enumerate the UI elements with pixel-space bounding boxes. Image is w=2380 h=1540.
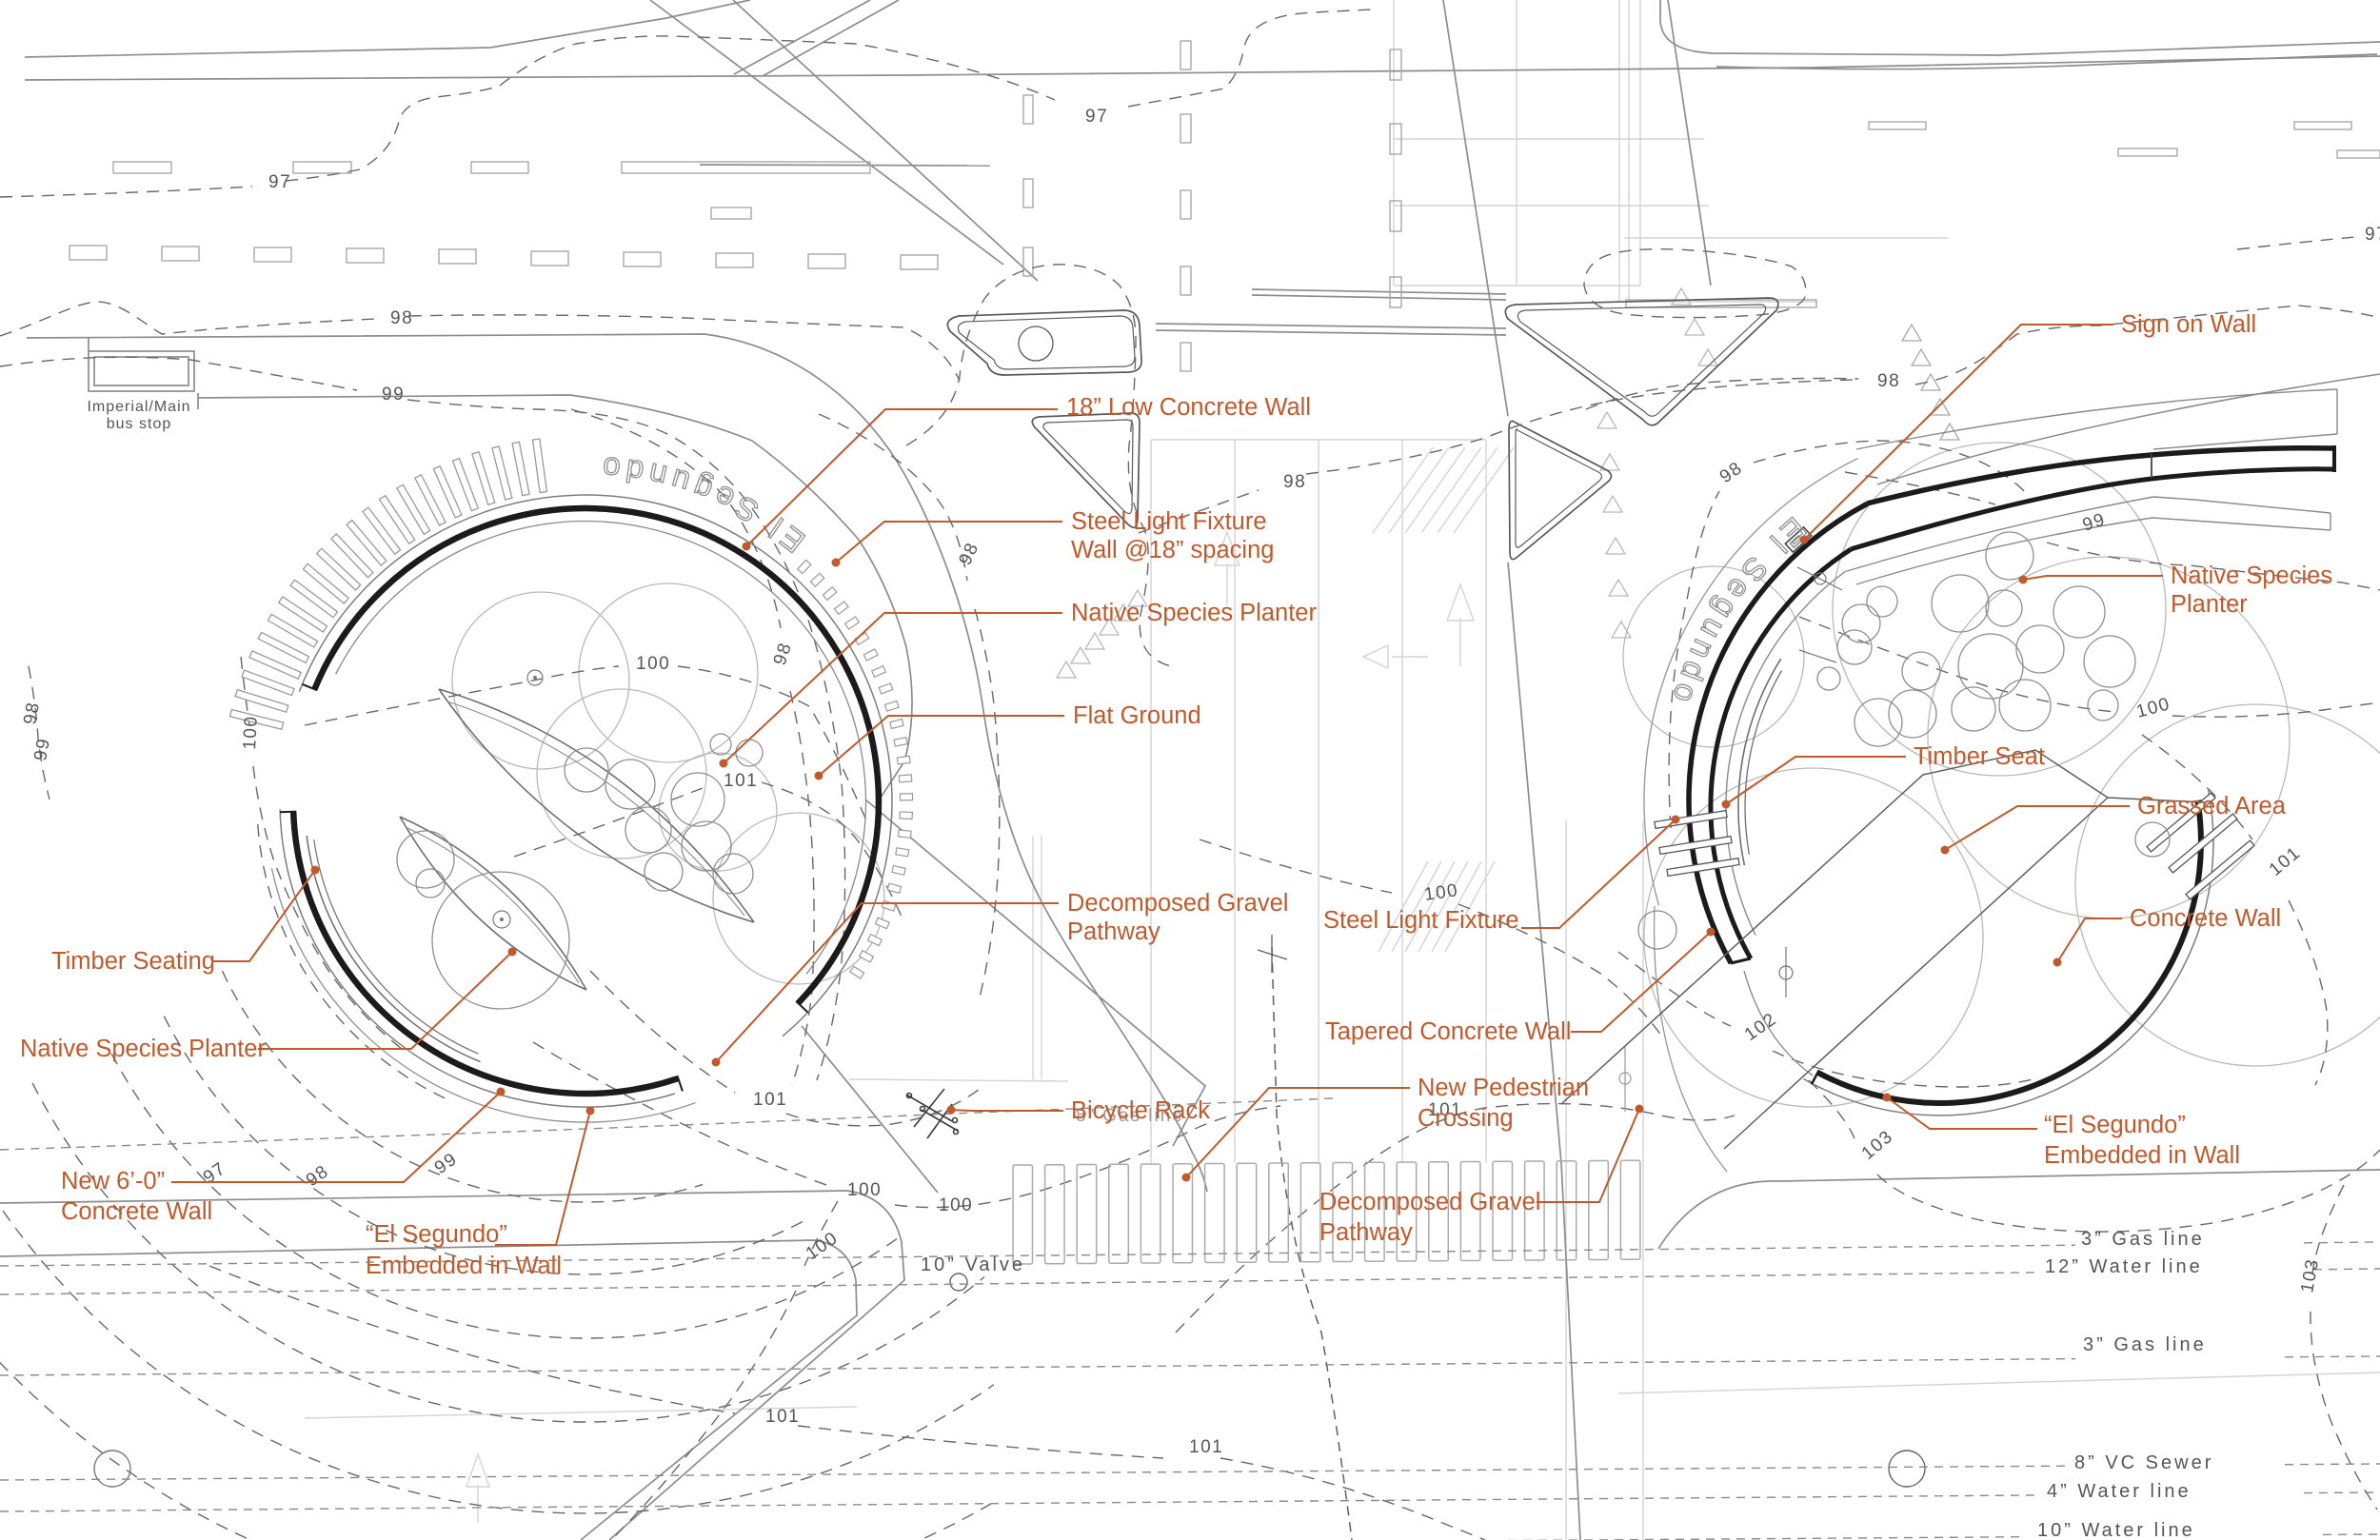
svg-text:101: 101 [724, 771, 758, 791]
svg-text:98: 98 [1877, 371, 1900, 391]
svg-text:Planter: Planter [2171, 591, 2248, 618]
svg-text:101: 101 [1428, 1100, 1462, 1120]
svg-text:100: 100 [636, 654, 670, 674]
svg-text:98: 98 [20, 700, 44, 725]
svg-text:99: 99 [30, 736, 54, 761]
svg-text:97: 97 [2365, 225, 2380, 245]
svg-text:3” Gas line: 3” Gas line [2081, 1229, 2205, 1250]
svg-text:Decomposed Gravel: Decomposed Gravel [1319, 1189, 1540, 1215]
svg-text:101: 101 [1189, 1437, 1223, 1457]
svg-text:Timber Seat: Timber Seat [1914, 743, 2045, 770]
svg-text:100: 100 [1423, 880, 1460, 905]
svg-text:Decomposed Gravel: Decomposed Gravel [1067, 890, 1288, 917]
svg-text:Imperial/Main: Imperial/Main [87, 399, 190, 415]
svg-text:Wall @18” spacing: Wall @18” spacing [1071, 537, 1274, 563]
svg-text:8” Gas line: 8” Gas line [1076, 1106, 1184, 1126]
svg-text:Sign on Wall: Sign on Wall [2121, 311, 2256, 338]
svg-text:97: 97 [1085, 107, 1108, 127]
svg-text:Native Species Planter: Native Species Planter [20, 1036, 266, 1062]
svg-text:98: 98 [1283, 472, 1306, 492]
svg-text:Concrete Wall: Concrete Wall [61, 1198, 212, 1225]
svg-text:Timber Seating: Timber Seating [51, 948, 215, 975]
svg-text:100: 100 [847, 1180, 882, 1200]
svg-text:4” Water line: 4” Water line [2047, 1481, 2192, 1502]
svg-text:Steel Light Fixture: Steel Light Fixture [1071, 508, 1267, 535]
svg-text:Flat Ground: Flat Ground [1073, 702, 1201, 729]
svg-text:Pathway: Pathway [1319, 1219, 1413, 1246]
svg-text:Native Species Planter: Native Species Planter [1071, 600, 1317, 626]
svg-text:Tapered Concrete Wall: Tapered Concrete Wall [1325, 1018, 1571, 1045]
svg-text:Steel Light Fixture: Steel Light Fixture [1323, 907, 1519, 934]
svg-text:12” Water line: 12” Water line [2045, 1256, 2203, 1277]
svg-text:3” Gas line: 3” Gas line [2083, 1334, 2207, 1355]
svg-text:98: 98 [390, 308, 413, 328]
svg-text:Crossing: Crossing [1418, 1105, 1514, 1132]
svg-text:Bicycle Rack: Bicycle Rack [1071, 1097, 1210, 1124]
svg-text:Pathway: Pathway [1067, 918, 1160, 945]
svg-text:8” VC Sewer: 8” VC Sewer [2074, 1452, 2213, 1473]
svg-text:101: 101 [765, 1407, 800, 1427]
svg-text:100: 100 [939, 1195, 973, 1215]
svg-text:99: 99 [382, 385, 405, 405]
svg-text:Concrete Wall: Concrete Wall [2130, 905, 2281, 932]
svg-text:Embedded in Wall: Embedded in Wall [2044, 1142, 2240, 1169]
svg-text:10” Valve: 10” Valve [921, 1254, 1025, 1275]
svg-text:New 6’-0”: New 6’-0” [61, 1168, 165, 1194]
svg-text:Grassed Area: Grassed Area [2137, 793, 2287, 819]
svg-text:“El Segundo”: “El Segundo” [366, 1221, 507, 1248]
svg-text:“El Segundo”: “El Segundo” [2044, 1112, 2186, 1138]
svg-text:Embedded in Wall: Embedded in Wall [366, 1253, 562, 1279]
svg-text:101: 101 [753, 1090, 787, 1110]
svg-text:New Pedestrian: New Pedestrian [1418, 1075, 1589, 1101]
svg-text:97: 97 [268, 172, 291, 192]
svg-text:bus stop: bus stop [107, 416, 171, 432]
svg-text:18” Low Concrete Wall: 18” Low Concrete Wall [1066, 394, 1311, 421]
svg-text:10” Water line: 10” Water line [2037, 1520, 2195, 1540]
svg-text:100: 100 [240, 715, 262, 750]
svg-text:Native Species: Native Species [2171, 563, 2332, 589]
